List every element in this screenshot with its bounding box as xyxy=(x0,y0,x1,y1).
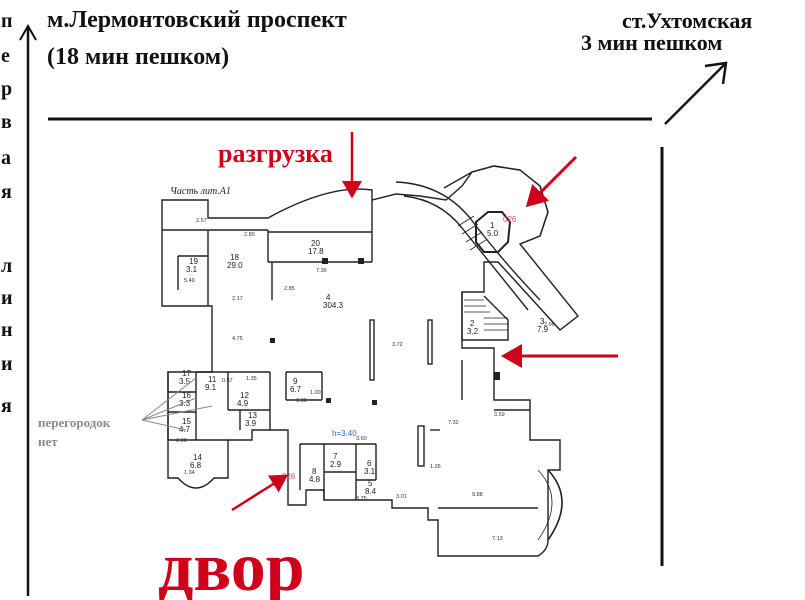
entrance-arrow-bottom xyxy=(231,474,289,512)
room-number: 5 xyxy=(368,479,373,488)
room-area: 29.0 xyxy=(227,261,243,270)
no-partitions-pointers xyxy=(141,377,213,431)
room-number: 7 xyxy=(333,452,338,461)
dimension-label: 2.96 xyxy=(544,322,555,328)
dimension-label: 2.85 xyxy=(284,286,295,292)
arrow-up-icon xyxy=(19,23,37,41)
room-number: 16 xyxy=(182,391,191,400)
dimension-label: 0.57 xyxy=(222,378,233,384)
dimension-label: 1.35 xyxy=(246,376,257,382)
dimension-label: 3.75 xyxy=(356,496,367,502)
street-letter: е xyxy=(1,45,10,67)
room-number: 4 xyxy=(326,293,331,302)
room-area: 304.3 xyxy=(323,301,344,310)
stairs-lower xyxy=(461,292,509,341)
dimension-label: 3.72 xyxy=(392,342,403,348)
room-area: 6.7 xyxy=(290,385,302,394)
room-number: 13 xyxy=(248,411,257,420)
station-left-title: м.Лермонтовский проспект xyxy=(47,7,347,33)
street-letter: а xyxy=(1,147,11,169)
room-number: 2 xyxy=(470,319,475,328)
dimension-label: 5.49 xyxy=(184,278,195,284)
dimension-label: 7.36 xyxy=(316,268,327,274)
dimension-label: 1.26 xyxy=(430,464,441,470)
dimension-label: 3.01 xyxy=(396,494,407,500)
street-letter: и xyxy=(1,353,13,375)
dimension-label: 2.17 xyxy=(232,296,243,302)
room-area: 3.1 xyxy=(364,467,376,476)
room-area: 7.9 xyxy=(537,325,549,334)
station-right-title: ст.Ухтомская xyxy=(622,8,752,33)
room-area: 8.4 xyxy=(365,487,377,496)
room-area: 3.3 xyxy=(179,399,191,408)
dimension-label: 2.57 xyxy=(196,218,207,224)
dimension-label: 2.80 xyxy=(244,232,255,238)
room-1-octagon xyxy=(475,211,512,253)
room-area: 17.8 xyxy=(308,247,324,256)
street-letter: я xyxy=(1,181,12,203)
street-letter: п xyxy=(1,10,13,32)
plan-title: Часть лит.А1 xyxy=(170,186,231,197)
stair-arc-inner xyxy=(403,195,529,311)
entrance-tag-bottom: 026 xyxy=(282,472,296,481)
dimension-label: 4.75 xyxy=(232,336,243,342)
dimension-label: 3.38 xyxy=(296,398,307,404)
dimension-label: 3.59 xyxy=(494,412,505,418)
station-left-subtitle: (18 мин пешком) xyxy=(47,44,229,70)
no-partitions-label-2: нет xyxy=(38,434,58,449)
room-number: 18 xyxy=(230,253,239,262)
ceiling-height: h=3.40 xyxy=(332,429,357,438)
entrance-tag-top: 026 xyxy=(503,215,517,224)
street-letter: р xyxy=(1,78,12,100)
room-number: 19 xyxy=(189,257,198,266)
street-letter: н xyxy=(1,319,13,341)
room-area: 3.2 xyxy=(467,327,479,336)
room-number: 3 xyxy=(540,317,545,326)
room-number: 20 xyxy=(311,239,320,248)
street-letter: в xyxy=(1,111,12,133)
stair-tower xyxy=(443,165,549,245)
room-number: 17 xyxy=(182,369,191,378)
room-number: 8 xyxy=(312,467,317,476)
street-letter: л xyxy=(1,255,12,277)
dimension-label: 7.32 xyxy=(448,420,459,426)
street-letter: и xyxy=(1,287,13,309)
room-area: 4.9 xyxy=(237,399,249,408)
station-right-subtitle: 3 мин пешком xyxy=(581,30,722,55)
dimension-label: 2.08 xyxy=(176,438,187,444)
room-number: 1 xyxy=(490,221,495,230)
room-area: 6.8 xyxy=(190,461,202,470)
room-number: 11 xyxy=(208,375,217,384)
room-area: 9.1 xyxy=(205,383,217,392)
street-letter: я xyxy=(1,395,12,417)
room-area: 3.1 xyxy=(186,265,198,274)
dimension-labels: 2.572.805.492.177.362.854.753.723.381.00… xyxy=(176,218,555,542)
dimension-label: 7.13 xyxy=(492,536,503,542)
room-area: 4.8 xyxy=(309,475,321,484)
dimension-label: 1.34 xyxy=(184,470,195,476)
room-number: 9 xyxy=(293,377,298,386)
room-number: 12 xyxy=(240,391,249,400)
no-partitions-label: перегородок xyxy=(38,415,111,430)
unloading-label: разгрузка xyxy=(218,139,333,168)
room-number: 15 xyxy=(182,417,191,426)
room-area: 5.0 xyxy=(487,229,499,238)
dimension-label: 1.00 xyxy=(310,390,321,396)
room-number: 6 xyxy=(367,459,372,468)
room-labels: 15.023.237.94304.358.463.172.984.896.711… xyxy=(179,221,549,496)
dimension-label: 3.60 xyxy=(356,436,367,442)
room-area: 2.9 xyxy=(330,460,342,469)
floor-plan xyxy=(161,165,579,557)
direction-arrow-right xyxy=(664,63,726,125)
room-area: 3.9 xyxy=(245,419,257,428)
entrance-arrow-top xyxy=(525,155,578,208)
room-area: 3.5 xyxy=(179,377,191,386)
dimension-label: 9.88 xyxy=(472,492,483,498)
yard-label: двор xyxy=(158,529,305,600)
room-number: 14 xyxy=(193,453,202,462)
arrow-diagonal-icon xyxy=(704,61,728,85)
